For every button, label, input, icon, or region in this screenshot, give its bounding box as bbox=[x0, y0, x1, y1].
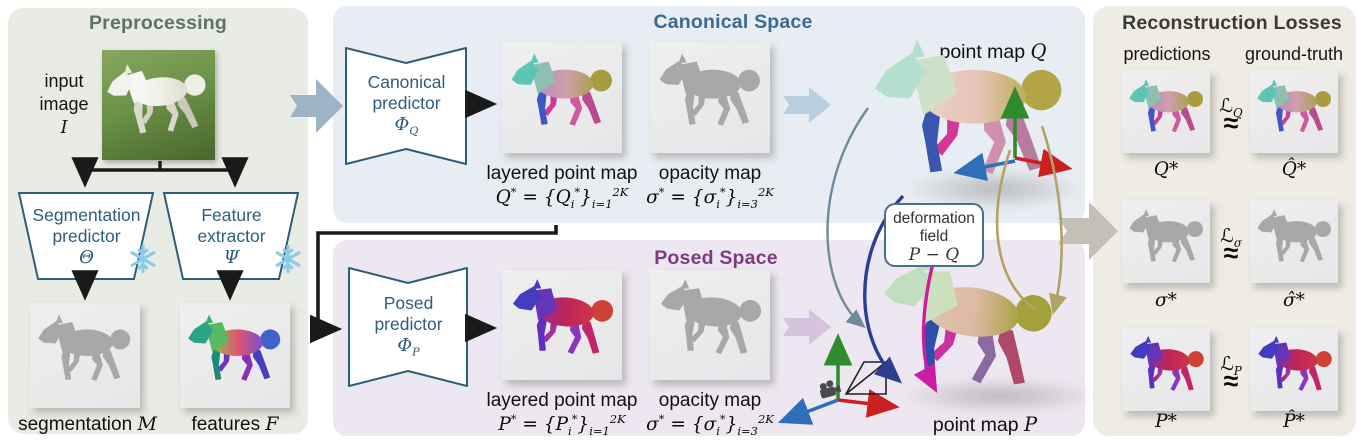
ground-truth-header: ground-truth bbox=[1244, 44, 1344, 64]
frozen-snowflake-icon bbox=[128, 244, 158, 274]
opacity-map-formula: σ* = {σi*}i=32K bbox=[646, 185, 774, 211]
canonical-layered-point-map-image bbox=[502, 42, 622, 153]
canonical-layered-horse bbox=[507, 50, 617, 145]
loss-sigma-gt-label: σ̂* bbox=[1283, 290, 1305, 311]
posed-opacity-horse bbox=[655, 278, 765, 373]
loss-p-pred-label: P* bbox=[1155, 411, 1177, 432]
preprocessing-title: Preprocessing bbox=[88, 12, 228, 34]
features-map-image bbox=[180, 303, 290, 408]
input-photo bbox=[102, 50, 215, 160]
loss-p-prediction-image bbox=[1122, 328, 1210, 411]
posed-opacity-map-image bbox=[650, 270, 770, 380]
segmentation-caption: segmentation M bbox=[18, 413, 157, 435]
loss-sigma-pred-horse bbox=[1126, 206, 1207, 277]
layered-point-map-caption: layered point map bbox=[486, 163, 638, 184]
deformation-field-box: deformation field P − Q bbox=[884, 203, 984, 267]
loss-p-gt-horse bbox=[1254, 334, 1335, 405]
posed-point-cloud-horse bbox=[846, 254, 1084, 410]
loss-p-pred-horse bbox=[1126, 334, 1207, 405]
posed-layered-point-map-image bbox=[502, 270, 622, 380]
features-horse bbox=[184, 310, 285, 400]
posed-opacity-caption: opacity map bbox=[658, 390, 762, 411]
layered-point-map-formula: Q* = {Qi*}i=12K bbox=[495, 185, 629, 211]
canonical-predictor-shape bbox=[345, 47, 467, 165]
loss-p-groundtruth-image bbox=[1250, 328, 1338, 411]
canonical-opacity-horse bbox=[655, 50, 765, 145]
frozen-snowflake-icon bbox=[273, 244, 303, 274]
loss-q-pred-label: Q* bbox=[1153, 159, 1179, 180]
point-map-p-label: point map P bbox=[932, 413, 1038, 436]
loss-q-symbol: ℒQ bbox=[1219, 95, 1243, 120]
segmentation-predictor: Segmentation predictor Θ bbox=[32, 204, 141, 268]
posed-predictor: Posed predictor ΦP bbox=[374, 293, 443, 359]
feature-extractor-shape bbox=[162, 192, 300, 280]
posed-opacity-formula: σ* = {σi*}i=32K bbox=[646, 412, 774, 438]
loss-sigma-symbol: ℒσ bbox=[1220, 225, 1242, 250]
approx-symbol: ≈ bbox=[1223, 366, 1239, 396]
approx-symbol: ≈ bbox=[1223, 238, 1239, 268]
approx-symbol: ≈ bbox=[1223, 108, 1239, 138]
loss-q-groundtruth-image bbox=[1250, 70, 1338, 153]
loss-p-symbol: ℒP bbox=[1220, 353, 1242, 378]
canonical-opacity-map-image bbox=[650, 42, 770, 153]
segmentation-horse bbox=[34, 310, 135, 400]
posed-layered-formula: P* = {Pi*}i=12K bbox=[498, 412, 626, 438]
loss-sigma-groundtruth-image bbox=[1250, 200, 1338, 283]
opacity-map-caption: opacity map bbox=[658, 163, 762, 184]
features-caption: features F bbox=[191, 413, 279, 435]
posed-space-title: Posed Space bbox=[654, 247, 778, 269]
segmentation-map-image bbox=[30, 303, 140, 408]
posed-layered-caption: layered point map bbox=[486, 390, 638, 411]
loss-sigma-pred-label: σ* bbox=[1155, 290, 1177, 311]
input-image-label: input image I bbox=[39, 71, 89, 138]
feature-extractor: Feature extractor Ψ bbox=[197, 204, 266, 268]
segmentation-predictor-shape bbox=[17, 192, 155, 280]
canonical-space-title: Canonical Space bbox=[653, 11, 813, 33]
posed-layered-horse bbox=[507, 278, 617, 373]
loss-q-gt-horse bbox=[1254, 76, 1335, 147]
canonical-point-cloud-horse bbox=[858, 38, 1080, 206]
point-map-q-label: point map Q bbox=[939, 40, 1047, 63]
input-photo-horse bbox=[104, 59, 212, 151]
predictions-header: predictions bbox=[1123, 44, 1211, 64]
loss-sigma-gt-horse bbox=[1254, 206, 1335, 277]
canonical-predictor: Canonical predictor ΦQ bbox=[367, 72, 446, 138]
loss-q-pred-horse bbox=[1126, 76, 1207, 147]
loss-q-prediction-image bbox=[1122, 70, 1210, 153]
loss-sigma-prediction-image bbox=[1122, 200, 1210, 283]
loss-q-gt-label: Q̂* bbox=[1281, 159, 1307, 180]
loss-p-gt-label: P̂* bbox=[1283, 411, 1305, 432]
losses-title: Reconstruction Losses bbox=[1122, 12, 1342, 34]
